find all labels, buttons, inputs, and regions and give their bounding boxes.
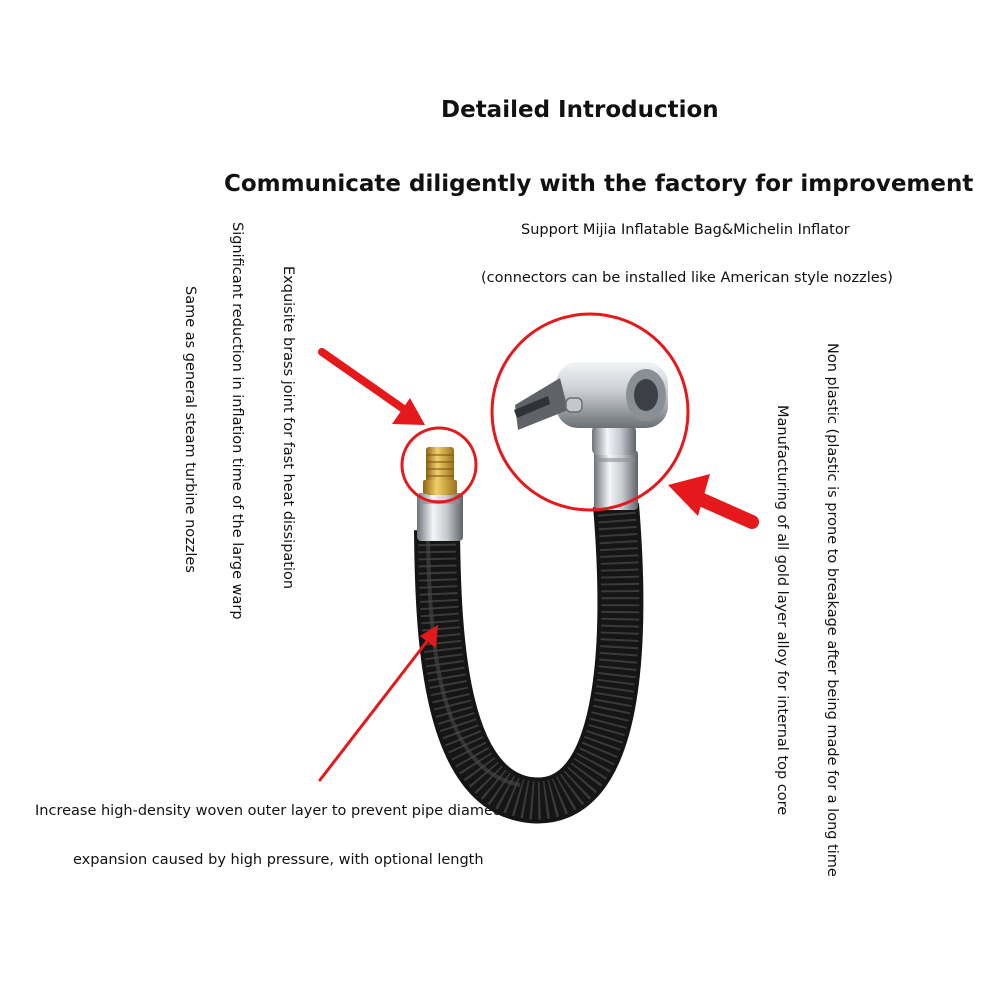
- bottom-line-1: Increase high-density woven outer layer …: [35, 803, 514, 819]
- page-subtitle: Communicate diligently with the factory …: [224, 171, 974, 197]
- hose: [414, 503, 644, 824]
- support-line-2: (connectors can be installed like Americ…: [481, 270, 893, 286]
- arrow-hose: [318, 625, 438, 782]
- page-title: Detailed Introduction: [441, 97, 719, 123]
- chuck-highlight-circle: [490, 312, 690, 512]
- arrow-brass: [318, 348, 425, 425]
- bottom-line-2: expansion caused by high pressure, with …: [73, 852, 484, 868]
- right-ferrule: [594, 450, 638, 510]
- left-ferrule: [417, 493, 463, 541]
- brass-highlight-circle: [400, 426, 478, 504]
- hose-weave: [418, 503, 640, 820]
- support-line-1: Support Mijia Inflatable Bag&Michelin In…: [521, 222, 850, 238]
- arrow-chuck: [668, 474, 759, 529]
- hose-highlight: [426, 539, 521, 787]
- air-chuck: [514, 362, 668, 455]
